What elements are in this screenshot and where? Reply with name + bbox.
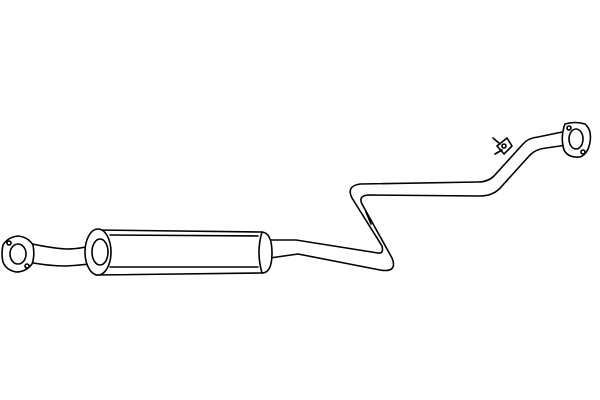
muffler-top-seam-line (109, 234, 259, 237)
hanger-rod-upper (492, 137, 501, 145)
muffler-inlet-socket (91, 238, 109, 266)
front-flange-bolt-hole-top (6, 240, 12, 246)
muffler-body (95, 229, 273, 276)
hanger-bracket-hole (501, 143, 507, 149)
muffler-outlet-end-cap (258, 231, 263, 274)
front-flange-bolt-hole-bottom (24, 263, 30, 269)
main-pipe-lower-edge (269, 143, 575, 272)
hanger-bracket (492, 137, 513, 155)
main-pipe-upper-edge (269, 130, 568, 254)
rear-flange-bore (568, 128, 584, 150)
muffler (84, 228, 273, 276)
pipe-bend-seam-mark (365, 211, 372, 225)
main-pipe (269, 130, 575, 272)
front-flange-bore (9, 243, 27, 265)
rear-flange-bolt-hole-top (566, 125, 572, 131)
rear-flange (561, 121, 592, 158)
front-flange (1, 235, 35, 273)
rear-flange-bolt-hole-bottom (580, 149, 586, 155)
hanger-rod-lower (494, 149, 503, 155)
